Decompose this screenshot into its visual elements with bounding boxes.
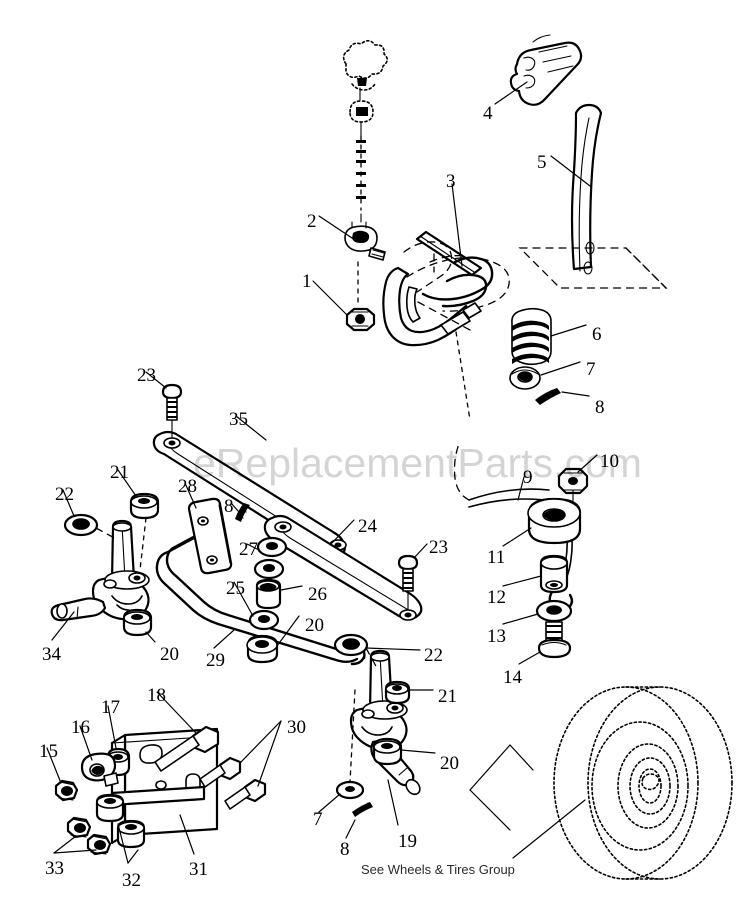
part-15-locknut [54, 779, 79, 802]
callout-spacer-washer: 17 [101, 697, 120, 718]
callout-lock-nut: 1 [302, 271, 312, 292]
callout-pivot-bushing: 16 [71, 717, 90, 738]
part-22-washer-left [63, 513, 99, 537]
watermark-text: eReplacementParts.com [193, 440, 642, 486]
part-7-washer-right [335, 780, 365, 800]
part-33-locknut-b [86, 833, 112, 856]
cable-pulley-group [453, 443, 589, 659]
callout-steering-plate: 28 [178, 476, 197, 497]
callout-mounting-bracket: 31 [189, 859, 208, 880]
wheels-tires-caption: See Wheels & Tires Group [361, 862, 515, 877]
part-22-washer-right [333, 633, 369, 657]
callout-carriage-bolt-right: 23 [429, 537, 448, 558]
part-20-bushing-left [122, 608, 153, 637]
callout-washer-stack: 25 [226, 578, 245, 599]
spring-washer-pin-group [403, 241, 561, 405]
part-21-nut-right [384, 680, 411, 705]
callout-flat-washer-right: 7 [313, 809, 323, 830]
callout-hex-bolt-long: 18 [147, 685, 166, 706]
part-32-sleeve-b [116, 819, 146, 849]
part-13-washer [535, 599, 573, 623]
callout-cotter-pin-right: 8 [340, 839, 350, 860]
part-8-cotter-pin-right [352, 802, 373, 817]
part-8-cotter-pin-plate [235, 503, 250, 522]
part-1-locknut [345, 261, 376, 332]
callout-brake-cable: 9 [523, 467, 533, 488]
part-16-pivot-bushing [80, 752, 119, 787]
part-29-rear-tie-rod [155, 533, 366, 666]
callout-carriage-bolt-left: 23 [137, 365, 156, 386]
part-25-washer [248, 609, 280, 631]
callout-cotter-pin: 8 [595, 397, 605, 418]
part-21-nut-left [129, 492, 160, 520]
callout-drag-link: 24 [358, 516, 377, 537]
callout-grease-fitting-right: 20 [440, 753, 459, 774]
steering-shaft-group [342, 39, 389, 332]
part-24-drag-link [263, 514, 423, 621]
part-32-sleeve-a [95, 793, 125, 823]
callout-lock-nut-right-spindle: 21 [438, 686, 457, 707]
callout-handle-grip: 4 [483, 103, 493, 124]
callout-thrust-washer-right: 22 [424, 645, 443, 666]
part-5-lever-rod [518, 103, 668, 289]
callout-flat-washer-2: 27 [239, 539, 258, 560]
callout-hex-bolt-short: 30 [287, 717, 306, 738]
callout-steering-shaft-bushing: 2 [307, 211, 317, 232]
part-7-washer [509, 366, 541, 390]
part-27-washer-2 [253, 558, 285, 580]
tire-illustration [553, 686, 733, 880]
part-2-bushing [344, 213, 386, 261]
callout-flat-washer: 7 [586, 359, 596, 380]
part-33-locknut-a [66, 816, 92, 839]
callout-brake-bracket: 3 [446, 171, 456, 192]
callout-grease-fitting-left: 20 [160, 644, 179, 665]
part-34-left-spindle [50, 519, 150, 622]
callout-shoulder-bolt: 14 [503, 667, 522, 688]
part-14-bolt [537, 621, 572, 659]
callout-washer: 13 [487, 626, 506, 647]
bracket-pivot-bolt [440, 302, 482, 335]
bracket-assembly [54, 725, 267, 856]
callout-bushing-flanged: 20 [305, 615, 324, 636]
part-8-cotter-pin [535, 388, 561, 405]
part-3-brake-bracket [382, 230, 510, 421]
callout-thrust-washer-left: 22 [55, 484, 74, 505]
callout-cable-pulley: 11 [487, 547, 506, 568]
callout-lock-nut-left-spindle: 21 [110, 462, 129, 483]
part-20-bushing-right [372, 737, 403, 766]
part-26-spacer [255, 578, 282, 610]
part-6-spring [511, 307, 552, 366]
callout-tie-rod-rear: 29 [206, 650, 225, 671]
callout-right-spindle: 19 [398, 831, 417, 852]
part-20-bushing-center [246, 634, 279, 664]
part-19-right-spindle [349, 649, 421, 796]
part-12-spacer [539, 554, 569, 594]
part-28-steering-plate [187, 497, 233, 575]
callout-left-spindle: 34 [42, 644, 61, 665]
part-23-bolt-left [161, 383, 183, 439]
callout-spacer-sleeve: 12 [487, 587, 506, 608]
part-10-hexnut [557, 467, 589, 503]
callout-spacer: 26 [308, 584, 327, 605]
callout-tie-rod-front: 35 [229, 409, 248, 430]
part-30-bolt-b [224, 778, 267, 810]
part-27-washer [256, 536, 288, 558]
part-18-hex-bolt [154, 725, 220, 772]
part-4-handle-grip [509, 34, 583, 106]
callout-cotter-pin-plate: 8 [224, 496, 234, 517]
callout-hex-nut: 10 [600, 451, 619, 472]
callout-brake-lever-rod: 5 [537, 152, 547, 173]
callout-compression-spring: 6 [592, 324, 602, 345]
part-11-pulley [527, 497, 582, 545]
callout-bushing-sleeve: 32 [122, 870, 141, 891]
part-23-bolt-right [397, 554, 419, 610]
callout-lock-nut-small: 15 [39, 741, 58, 762]
part-30-bolt-a [199, 756, 242, 788]
callout-lock-nut-bracket: 33 [45, 858, 64, 879]
callout-leaders [46, 81, 598, 864]
